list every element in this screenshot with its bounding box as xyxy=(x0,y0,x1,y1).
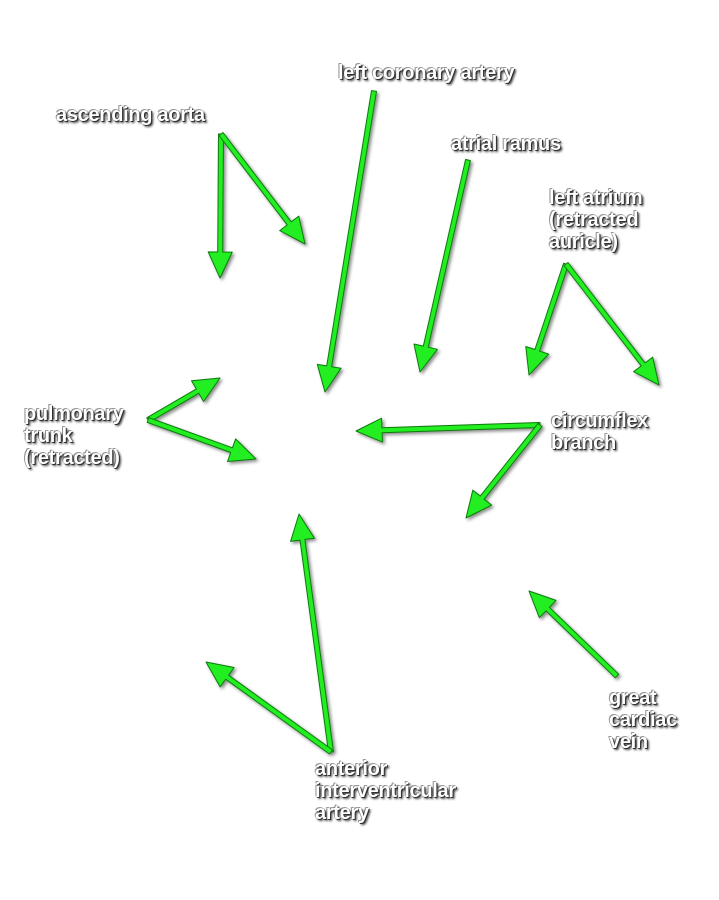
label-great-cardiac-vein: great cardiac vein xyxy=(609,687,677,753)
ascending-aorta-arrow-2 xyxy=(218,132,306,245)
label-left-atrium: left atrium (retracted auricle) xyxy=(549,187,643,253)
label-circumflex-branch: circumflex branch xyxy=(551,410,649,454)
label-ascending-aorta: ascending aorta xyxy=(56,104,205,126)
ascending-aorta-arrow-1 xyxy=(207,133,233,279)
label-left-coronary-artery: left coronary artery xyxy=(338,62,515,84)
circumflex-branch-arrow-2 xyxy=(465,422,543,519)
anterior-interventricular-artery-arrow-2 xyxy=(205,661,333,755)
atrial-ramus-arrow xyxy=(413,158,471,373)
anterior-interventricular-artery-arrow-1 xyxy=(290,513,334,753)
left-atrium-arrow-2 xyxy=(563,262,660,386)
circumflex-branch-arrow-1 xyxy=(355,417,541,443)
great-cardiac-vein-arrow xyxy=(528,590,620,679)
left-atrium-arrow-1 xyxy=(525,262,569,376)
pulmonary-trunk-arrow-2 xyxy=(146,417,257,462)
pulmonary-trunk-arrow-1 xyxy=(146,377,221,423)
label-atrial-ramus: atrial ramus xyxy=(451,133,561,155)
left-coronary-artery-arrow xyxy=(316,90,377,393)
label-anterior-interventricular-artery: anterior interventricular artery xyxy=(315,758,456,824)
label-pulmonary-trunk: pulmonary trunk (retracted) xyxy=(24,403,124,469)
